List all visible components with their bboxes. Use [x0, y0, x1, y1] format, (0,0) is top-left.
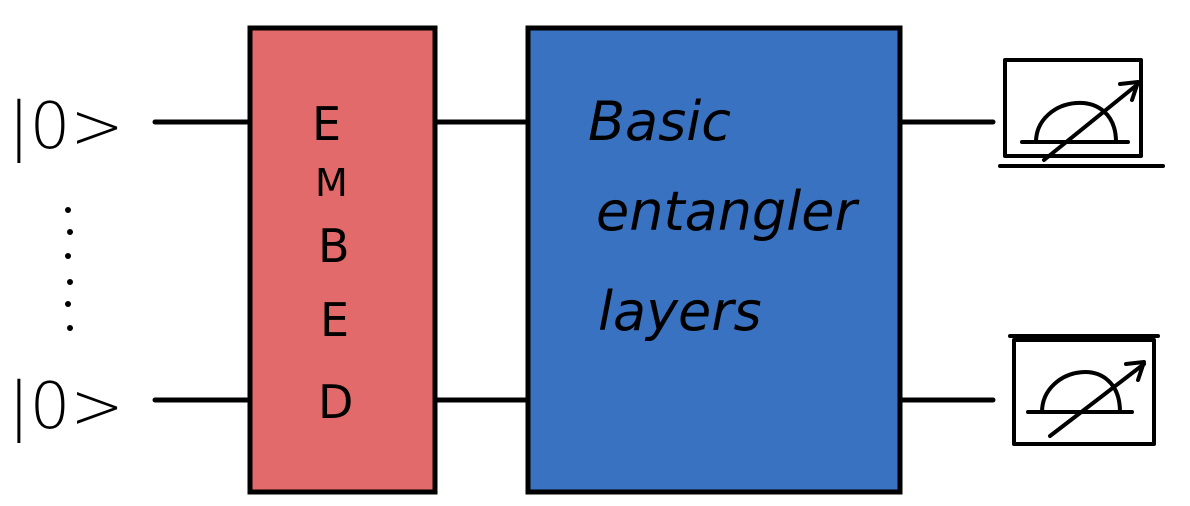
embed-letter: B	[318, 219, 350, 273]
embed-block	[247, 25, 438, 495]
entangler-block	[525, 25, 903, 495]
measurement-bottom	[1008, 334, 1160, 446]
meter-icon	[998, 58, 1165, 168]
input-ket-top: |0>	[8, 90, 124, 164]
embed-letters: E M B E D	[312, 97, 353, 429]
embed-letter: M	[315, 161, 348, 205]
measurement-top	[998, 58, 1165, 168]
entangler-line-1: Basic	[588, 90, 731, 153]
entangler-line-2: entangler	[596, 180, 859, 243]
vertical-ellipsis	[65, 207, 73, 331]
meter-icon	[1008, 334, 1160, 446]
wires	[152, 119, 996, 403]
embed-letter: E	[312, 97, 341, 151]
embed-letter: D	[318, 375, 353, 429]
input-ket-bottom: |0>	[8, 370, 124, 444]
entangler-line-3: layers	[598, 280, 762, 343]
embed-letter: E	[320, 293, 349, 347]
entangler-text: Basic entangler layers	[588, 90, 859, 343]
